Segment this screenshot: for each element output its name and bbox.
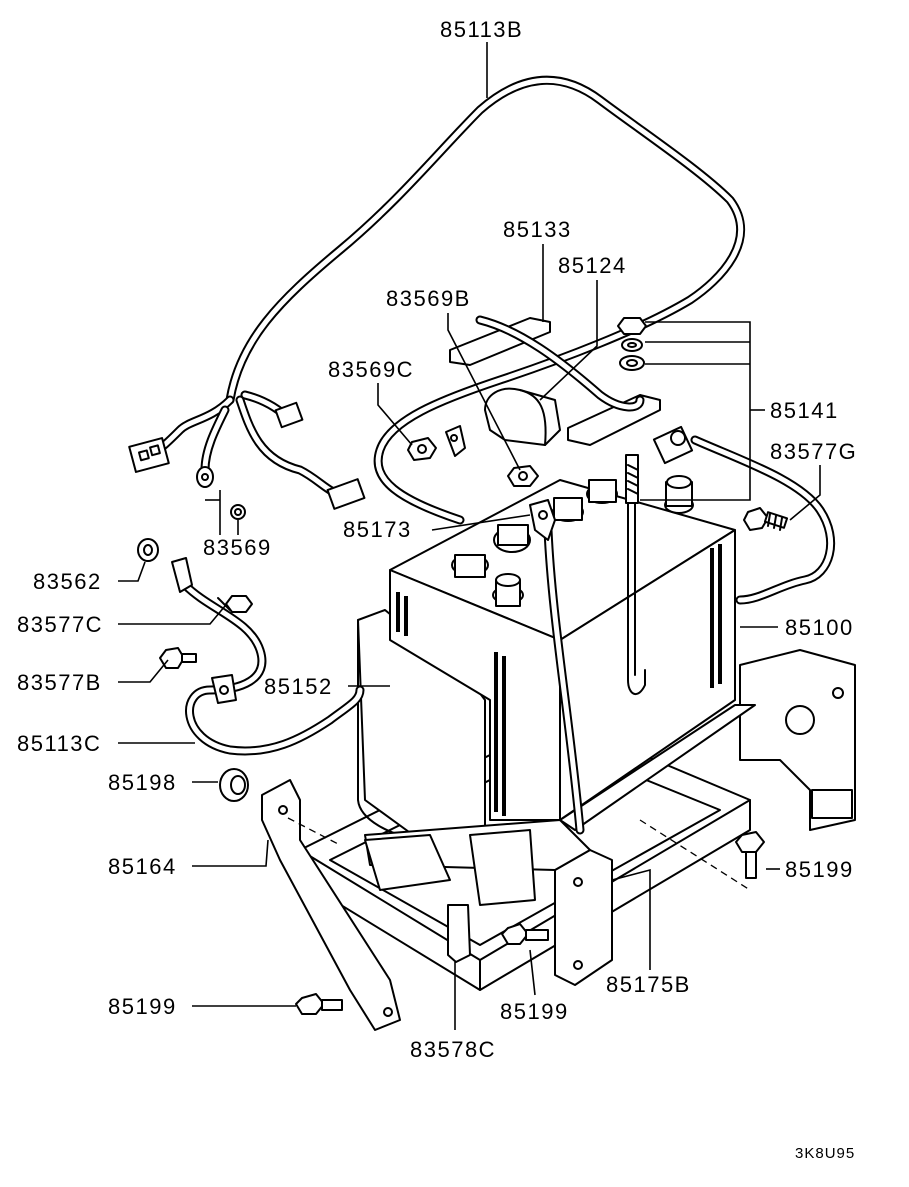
nut-83569 bbox=[230, 504, 246, 520]
label-83577b: 83577B bbox=[17, 670, 102, 695]
harness-connector-left bbox=[128, 437, 170, 473]
bolt-83577b bbox=[159, 647, 197, 669]
harness-connector-right bbox=[274, 401, 366, 510]
label-85113c: 85113C bbox=[17, 731, 101, 756]
hold-down-rod bbox=[625, 454, 646, 695]
negative-cable-85173 bbox=[529, 499, 585, 835]
washer-83562 bbox=[137, 538, 159, 562]
label-83569c: 83569C bbox=[328, 357, 414, 382]
label-85133: 85133 bbox=[503, 217, 572, 242]
label-85199-left: 85199 bbox=[108, 994, 177, 1019]
label-83569: 83569 bbox=[203, 535, 272, 560]
battery-terminal-posts bbox=[451, 475, 694, 607]
drawing-code: 3K8U95 bbox=[795, 1145, 855, 1162]
label-83577g: 83577G bbox=[770, 439, 857, 464]
label-85173: 85173 bbox=[343, 517, 412, 542]
leader-lines bbox=[118, 42, 821, 1030]
label-85164: 85164 bbox=[108, 854, 177, 879]
nut-83569b bbox=[507, 465, 539, 487]
clip-83578c bbox=[447, 904, 471, 963]
ring-terminal-harness bbox=[196, 466, 214, 488]
bracket-85175b bbox=[364, 819, 613, 986]
label-83577c: 83577C bbox=[17, 612, 103, 637]
label-83578c: 83578C bbox=[410, 1037, 496, 1062]
cable-85113b bbox=[145, 75, 746, 525]
clamp-bar-85133 bbox=[449, 315, 661, 446]
label-85141: 85141 bbox=[770, 398, 839, 423]
bolt-83577g bbox=[743, 507, 789, 531]
bolt-85199-bottom bbox=[501, 923, 549, 945]
label-85199-right: 85199 bbox=[785, 857, 854, 882]
ring-terminal-center bbox=[445, 425, 466, 457]
label-85100: 85100 bbox=[785, 615, 854, 640]
nut-83569c bbox=[407, 437, 437, 461]
assembly-line-right bbox=[639, 819, 751, 891]
assembly-line-left bbox=[287, 817, 341, 846]
label-83562: 83562 bbox=[33, 569, 102, 594]
bolt-85199-left bbox=[295, 993, 343, 1015]
battery-clamp-positive bbox=[652, 425, 836, 605]
bolt-85199-right bbox=[735, 831, 765, 879]
nut-washer-stack-85141 bbox=[617, 317, 647, 371]
label-83569b: 83569B bbox=[386, 286, 471, 311]
label-85113b: 85113B bbox=[440, 17, 523, 42]
label-85152: 85152 bbox=[264, 674, 333, 699]
terminal-cover-85124 bbox=[484, 387, 561, 446]
bolt-83577c bbox=[217, 595, 253, 613]
label-85175b: 85175B bbox=[606, 972, 691, 997]
bracket-85164 bbox=[261, 779, 401, 1031]
label-85199-bottom: 85199 bbox=[500, 999, 569, 1024]
label-85124: 85124 bbox=[558, 253, 627, 278]
ground-cable-85113c bbox=[171, 557, 365, 756]
grommet-85198 bbox=[219, 768, 249, 802]
label-85198: 85198 bbox=[108, 770, 177, 795]
